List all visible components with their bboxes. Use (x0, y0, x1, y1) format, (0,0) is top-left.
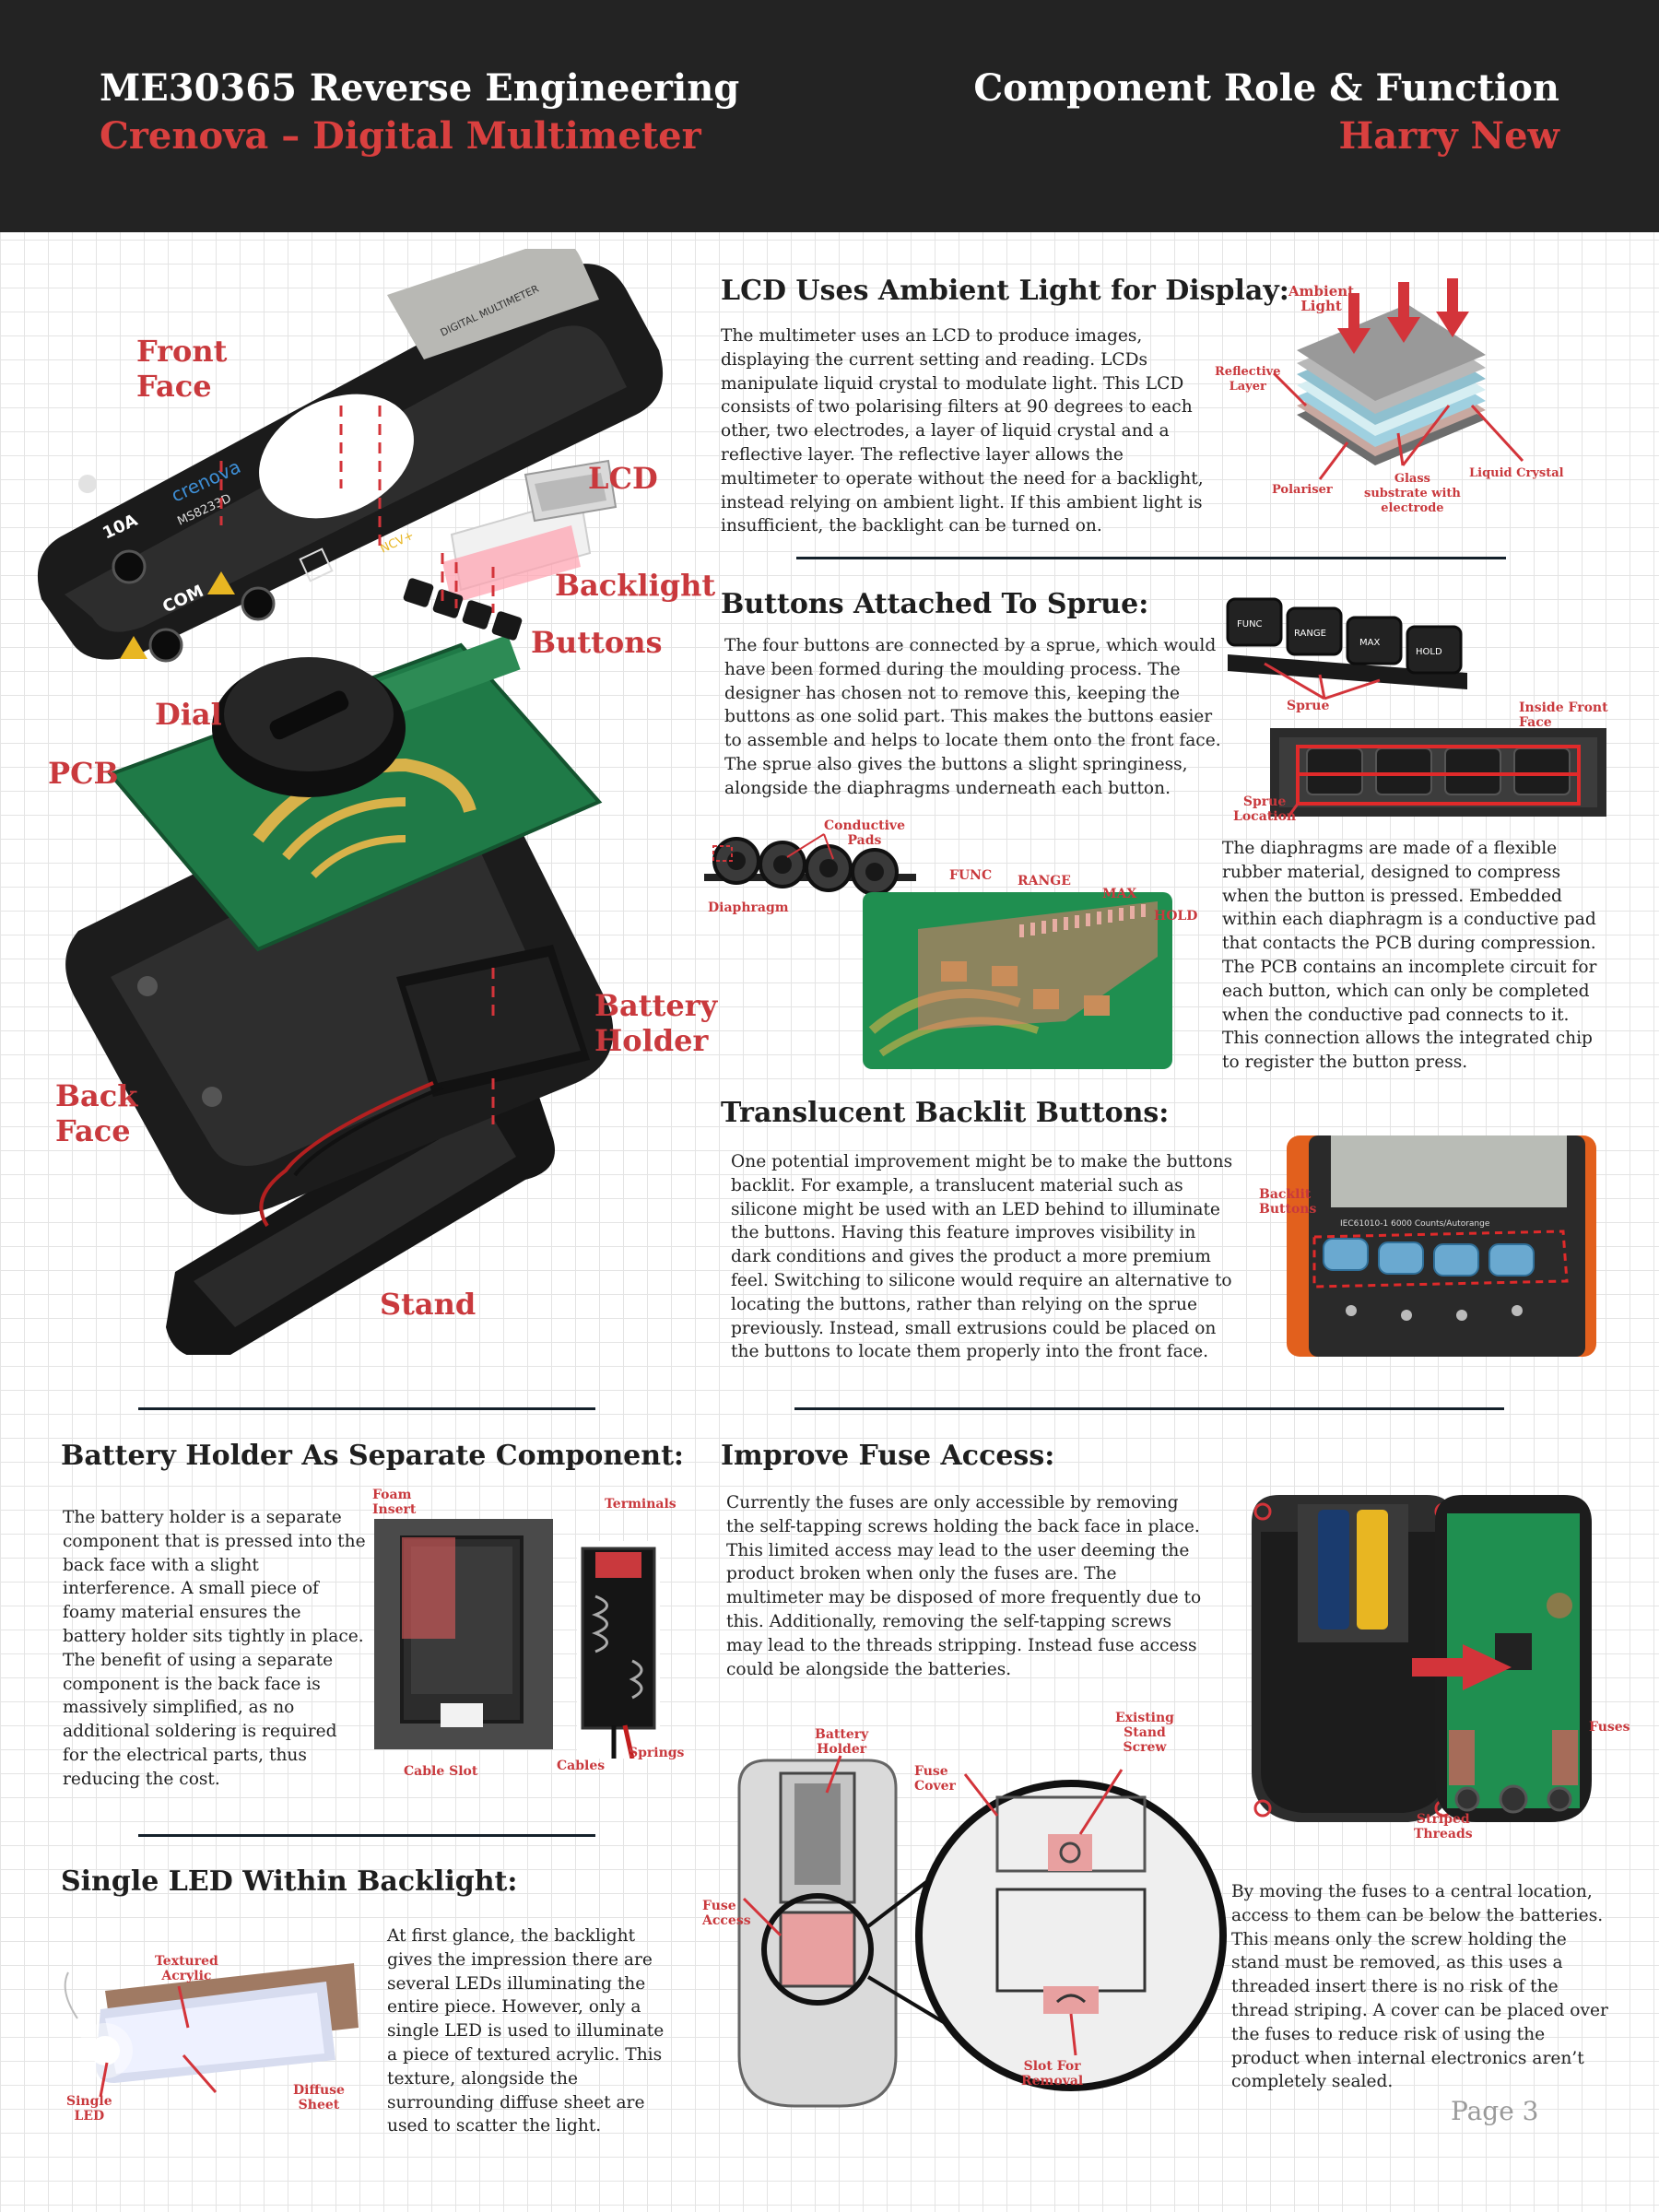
label-slot-for-removal: Slot For Removal (1021, 2059, 1084, 2088)
led-section-title: Single LED Within Backlight: (61, 1865, 518, 1898)
label-single-led: Single LED (66, 2094, 112, 2124)
label-fuse-access: Fuse Access (702, 1899, 751, 1928)
lcd-layer-diagram (1272, 278, 1524, 480)
backlight-led-photo (64, 1963, 359, 2098)
sprue-section-title: Buttons Attached To Sprue: (721, 588, 1149, 620)
backlit-buttons-concept-image: IEC61010-1 6000 Counts/Autorange (1287, 1135, 1596, 1357)
dashed-guides (219, 406, 495, 1124)
label-dial: Dial (155, 697, 222, 732)
label-func-pad: FUNC (949, 868, 993, 883)
label-diaphragm: Diaphragm (708, 900, 789, 915)
label-diffuse-sheet: Diffuse Sheet (293, 2083, 345, 2112)
author-name: Harry New (1338, 114, 1559, 158)
label-pcb: PCB (48, 756, 119, 791)
dial-part (212, 657, 406, 797)
battery-section-title: Battery Holder As Separate Component: (61, 1440, 685, 1472)
lcd-section-title: LCD Uses Ambient Light for Display: (721, 275, 1289, 307)
fuse-section-title: Improve Fuse Access: (721, 1440, 1055, 1472)
label-liquid-crystal: Liquid Crystal (1469, 466, 1564, 480)
fuse-section-body-2: By moving the fuses to a central locatio… (1231, 1882, 1608, 2092)
label-existing-stand-screw: Existing Stand Screw (1115, 1711, 1174, 1755)
label-terminals: Terminals (605, 1497, 677, 1512)
product-title: Crenova – Digital Multimeter (100, 114, 701, 158)
battery-holder-part (259, 945, 590, 1228)
section-divider (138, 1407, 595, 1410)
label-textured-acrylic: Textured Acrylic (155, 1954, 218, 1983)
button-hold-text: HOLD (1416, 647, 1442, 657)
label-reflective-layer: Reflective Layer (1215, 365, 1281, 394)
stand-part (166, 1076, 555, 1355)
label-springs: Springs (629, 1746, 685, 1760)
label-foam-insert: Foam Insert (372, 1488, 417, 1517)
multimeter-rear-battery-photo (1252, 1495, 1454, 1822)
fuse-section-body: Currently the fuses are only accessible … (726, 1493, 1202, 1679)
label-striped-threads: Striped Threads (1414, 1812, 1473, 1841)
label-sprue-location: Sprue Location (1233, 794, 1297, 824)
section-title: Component Role & Function (973, 66, 1559, 110)
label-conductive-pads: Conductive Pads (824, 818, 905, 848)
label-backlight: Backlight (555, 568, 716, 603)
label-sprue: Sprue (1287, 699, 1330, 713)
label-lcd: LCD (588, 461, 658, 496)
exploded-view-illustration: crenova MS8233D 10A COM DIGITAL MULTIMET… (37, 249, 664, 1355)
label-inside-front-face: Inside Front Face (1519, 700, 1608, 730)
sprue-buttons-photo: FUNC RANGE MAX HOLD (1226, 597, 1467, 700)
button-max-text: MAX (1359, 638, 1380, 648)
label-cable-slot: Cable Slot (404, 1764, 478, 1779)
button-range-text: RANGE (1294, 629, 1326, 639)
section-divider (796, 557, 1506, 559)
label-stand: Stand (380, 1287, 477, 1322)
sprue-section-body-2: The diaphragms are made of a flexible ru… (1222, 839, 1597, 1073)
label-back-face: Back Face (55, 1078, 138, 1148)
label-range-pad: RANGE (1018, 874, 1071, 888)
direction-arrow-icon (1412, 1644, 1512, 1690)
course-title: ME30365 Reverse Engineering (100, 66, 740, 110)
label-glass-substrate: Glass substrate with electrode (1364, 472, 1461, 515)
label-fuses: Fuses (1589, 1720, 1630, 1735)
label-battery-holder-sketch: Battery Holder (815, 1727, 869, 1757)
section-divider (138, 1834, 595, 1837)
backlight-lcd-parts (442, 459, 618, 604)
label-max-pad: MAX (1102, 887, 1137, 901)
label-buttons: Buttons (531, 625, 663, 660)
backlit-device-text: IEC61010-1 6000 Counts/Autorange (1340, 1219, 1490, 1229)
backlit-section-body: One potential improvement might be to ma… (731, 1152, 1233, 1362)
section-divider (794, 1407, 1504, 1410)
label-hold-pad: HOLD (1154, 909, 1198, 924)
battery-holder-photo (374, 1519, 553, 1749)
lcd-section-body: The multimeter uses an LCD to produce im… (721, 326, 1204, 536)
inside-front-face-photo (1270, 728, 1606, 817)
page-header: ME30365 Reverse Engineering Crenova – Di… (0, 0, 1659, 232)
backlit-section-title: Translucent Backlit Buttons: (721, 1097, 1170, 1129)
label-battery-holder: Battery Holder (594, 988, 718, 1058)
label-front-face: Front Face (136, 334, 228, 404)
label-polariser: Polariser (1272, 483, 1333, 497)
label-ambient-light: Ambient Light (1288, 283, 1355, 314)
battery-terminals-photo (577, 1541, 660, 1759)
page-number: Page 3 (1451, 2096, 1539, 2126)
sprue-section-body: The four buttons are connected by a spru… (724, 636, 1221, 798)
battery-section-body: The battery holder is a separate compone… (63, 1508, 366, 1789)
pcb-contacts-photo (863, 892, 1172, 1069)
buttons-sprue-part (403, 578, 523, 641)
button-func-text: FUNC (1237, 619, 1263, 629)
led-section-body: At first glance, the backlight gives the… (387, 1926, 665, 2136)
label-backlit-buttons: Backlit Buttons (1259, 1187, 1317, 1217)
diaphragm-photo (704, 833, 916, 896)
label-fuse-cover: Fuse Cover (914, 1764, 956, 1794)
fuse-access-concept-sketch (737, 1755, 1227, 2108)
label-cables: Cables (557, 1759, 606, 1773)
